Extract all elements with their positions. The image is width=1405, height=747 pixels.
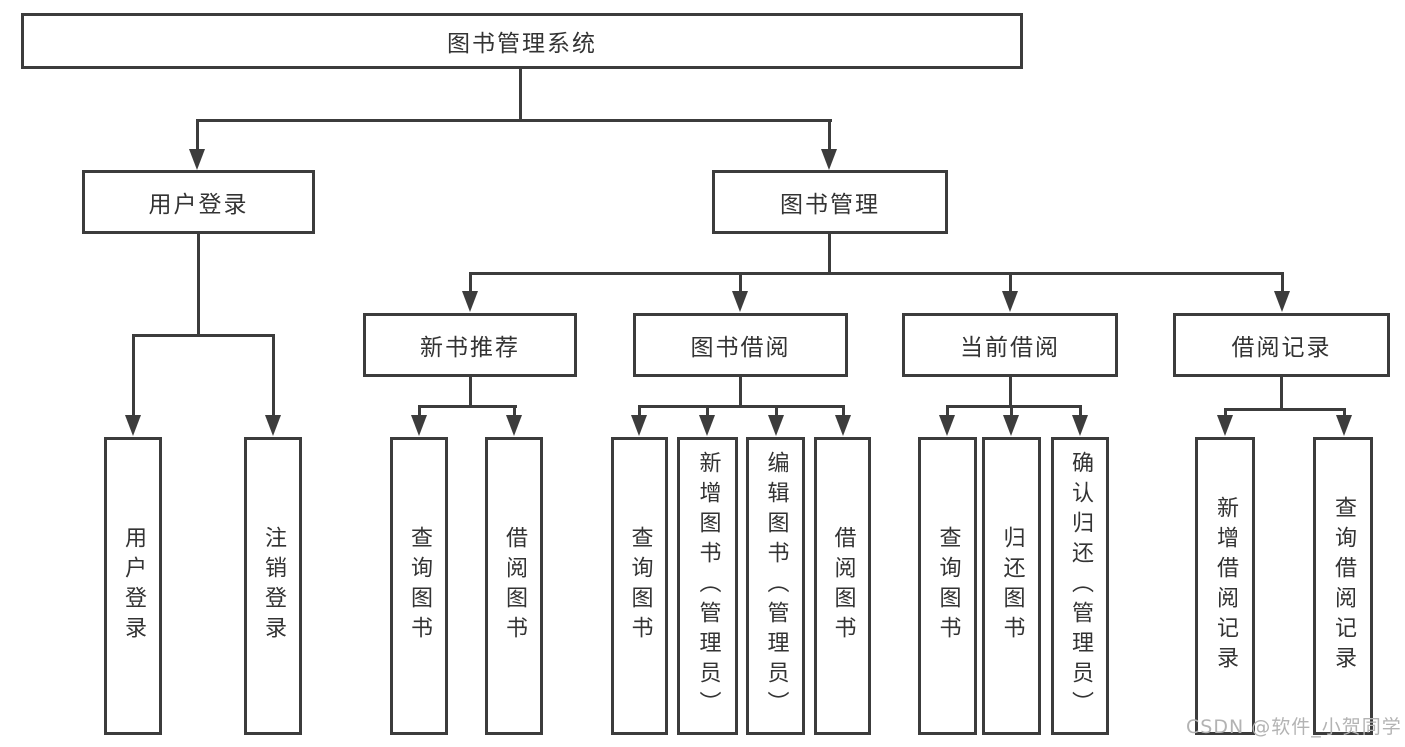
node-return-books: 归还图书 — [982, 437, 1041, 735]
node-user-login: 用户登录 — [82, 170, 315, 234]
node-query-books-c-label: 查询图书 — [935, 526, 961, 646]
connector-book-borrow-stem — [739, 377, 742, 408]
connector-drop-confirm-return — [1079, 405, 1082, 417]
node-confirm-return-admin-label: 确认归还（管理员） — [1068, 451, 1093, 721]
arrow-down-icon — [462, 291, 478, 312]
connector-current-borrow-stem — [1009, 377, 1012, 408]
connector-drop-query-books-c — [946, 405, 949, 417]
node-book-mgmt: 图书管理 — [712, 170, 948, 234]
node-new-book-rec-label: 新书推荐 — [420, 335, 520, 361]
arrow-down-icon — [411, 415, 427, 436]
node-borrow-records-label: 借阅记录 — [1231, 335, 1332, 361]
arrow-down-icon — [1072, 415, 1088, 436]
node-borrow-records: 借阅记录 — [1173, 313, 1390, 377]
node-borrow-books-b-label: 借阅图书 — [830, 526, 856, 646]
connector-drop-user-login — [196, 119, 199, 151]
arrow-down-icon — [768, 415, 784, 436]
connector-user-login-stem — [197, 233, 200, 337]
node-query-books-b-label: 查询图书 — [627, 526, 653, 646]
arrow-down-icon — [189, 149, 205, 170]
arrow-down-icon — [732, 291, 748, 312]
arrow-down-icon — [699, 415, 715, 436]
arrow-down-icon — [835, 415, 851, 436]
arrow-down-icon — [265, 415, 281, 436]
connector-user-login-split — [132, 334, 275, 337]
connector-book-mgmt-stem — [828, 233, 831, 275]
connector-current-borrow-split — [946, 405, 1082, 408]
connector-book-mgmt-split — [469, 272, 1284, 275]
connector-drop-logout-leaf — [272, 334, 275, 417]
arrow-down-icon — [506, 415, 522, 436]
connector-new-book-rec-split — [418, 405, 517, 408]
node-user-login-label: 用户登录 — [148, 192, 249, 218]
connector-drop-borrow-books-b — [842, 405, 845, 417]
arrow-down-icon — [1002, 291, 1018, 312]
node-current-borrow-label: 当前借阅 — [960, 335, 1060, 361]
node-add-borrow-record-label: 新增借阅记录 — [1213, 496, 1238, 676]
arrow-down-icon — [1217, 415, 1233, 436]
connector-borrow-records-split — [1224, 408, 1346, 411]
node-root: 图书管理系统 — [21, 13, 1023, 69]
node-edit-book-admin-label: 编辑图书（管理员） — [763, 451, 789, 721]
node-current-borrow: 当前借阅 — [902, 313, 1118, 377]
node-return-books-label: 归还图书 — [999, 526, 1025, 646]
arrow-down-icon — [939, 415, 955, 436]
csdn-watermark: CSDN @软件_小贺同学 — [1186, 716, 1402, 738]
node-borrow-books-a: 借阅图书 — [485, 437, 543, 735]
node-add-borrow-record: 新增借阅记录 — [1195, 437, 1255, 735]
node-root-label: 图书管理系统 — [447, 31, 597, 57]
node-query-books-a-label: 查询图书 — [407, 526, 432, 646]
connector-drop-book-borrow — [739, 272, 742, 294]
node-borrow-books-a-label: 借阅图书 — [502, 526, 527, 646]
node-user-login-leaf-label: 用户登录 — [121, 526, 146, 646]
arrow-down-icon — [1003, 415, 1019, 436]
connector-drop-user-login-leaf — [132, 334, 135, 417]
node-logout-leaf-label: 注销登录 — [261, 526, 286, 646]
connector-drop-book-mgmt — [828, 119, 831, 151]
node-query-borrow-record-label: 查询借阅记录 — [1331, 496, 1356, 676]
connector-drop-current-borrow — [1009, 272, 1012, 294]
node-logout-leaf: 注销登录 — [244, 437, 302, 735]
node-confirm-return-admin: 确认归还（管理员） — [1051, 437, 1109, 735]
node-book-mgmt-label: 图书管理 — [780, 192, 880, 218]
node-add-book-admin-label: 新增图书（管理员） — [695, 451, 721, 721]
connector-drop-borrow-records — [1281, 272, 1284, 294]
node-new-book-rec: 新书推荐 — [363, 313, 577, 377]
connector-book-borrow-split — [638, 405, 845, 408]
node-book-borrow: 图书借阅 — [633, 313, 848, 377]
connector-drop-borrow-books-a — [513, 405, 516, 417]
connector-drop-return-books — [1010, 405, 1013, 417]
connector-drop-edit-book-admin — [775, 405, 778, 417]
connector-borrow-records-stem — [1280, 377, 1283, 411]
connector-root-stem — [519, 68, 522, 121]
connector-drop-query-books-b — [638, 405, 641, 417]
arrow-down-icon — [631, 415, 647, 436]
connector-drop-add-borrow-record — [1224, 408, 1227, 417]
arrow-down-icon — [821, 149, 837, 170]
node-query-books-c: 查询图书 — [918, 437, 977, 735]
node-user-login-leaf: 用户登录 — [104, 437, 162, 735]
connector-drop-query-borrow-record — [1343, 408, 1346, 417]
node-book-borrow-label: 图书借阅 — [690, 335, 791, 361]
node-add-book-admin: 新增图书（管理员） — [677, 437, 738, 735]
connector-new-book-rec-stem — [469, 377, 472, 408]
node-edit-book-admin: 编辑图书（管理员） — [746, 437, 805, 735]
node-query-books-a: 查询图书 — [390, 437, 448, 735]
arrow-down-icon — [125, 415, 141, 436]
connector-root-split — [196, 119, 832, 122]
arrow-down-icon — [1274, 291, 1290, 312]
connector-drop-new-book-rec — [469, 272, 472, 294]
node-query-borrow-record: 查询借阅记录 — [1313, 437, 1373, 735]
arrow-down-icon — [1336, 415, 1352, 436]
node-query-books-b: 查询图书 — [611, 437, 668, 735]
connector-drop-query-books-a — [418, 405, 421, 417]
connector-drop-add-book-admin — [706, 405, 709, 417]
node-borrow-books-b: 借阅图书 — [814, 437, 871, 735]
